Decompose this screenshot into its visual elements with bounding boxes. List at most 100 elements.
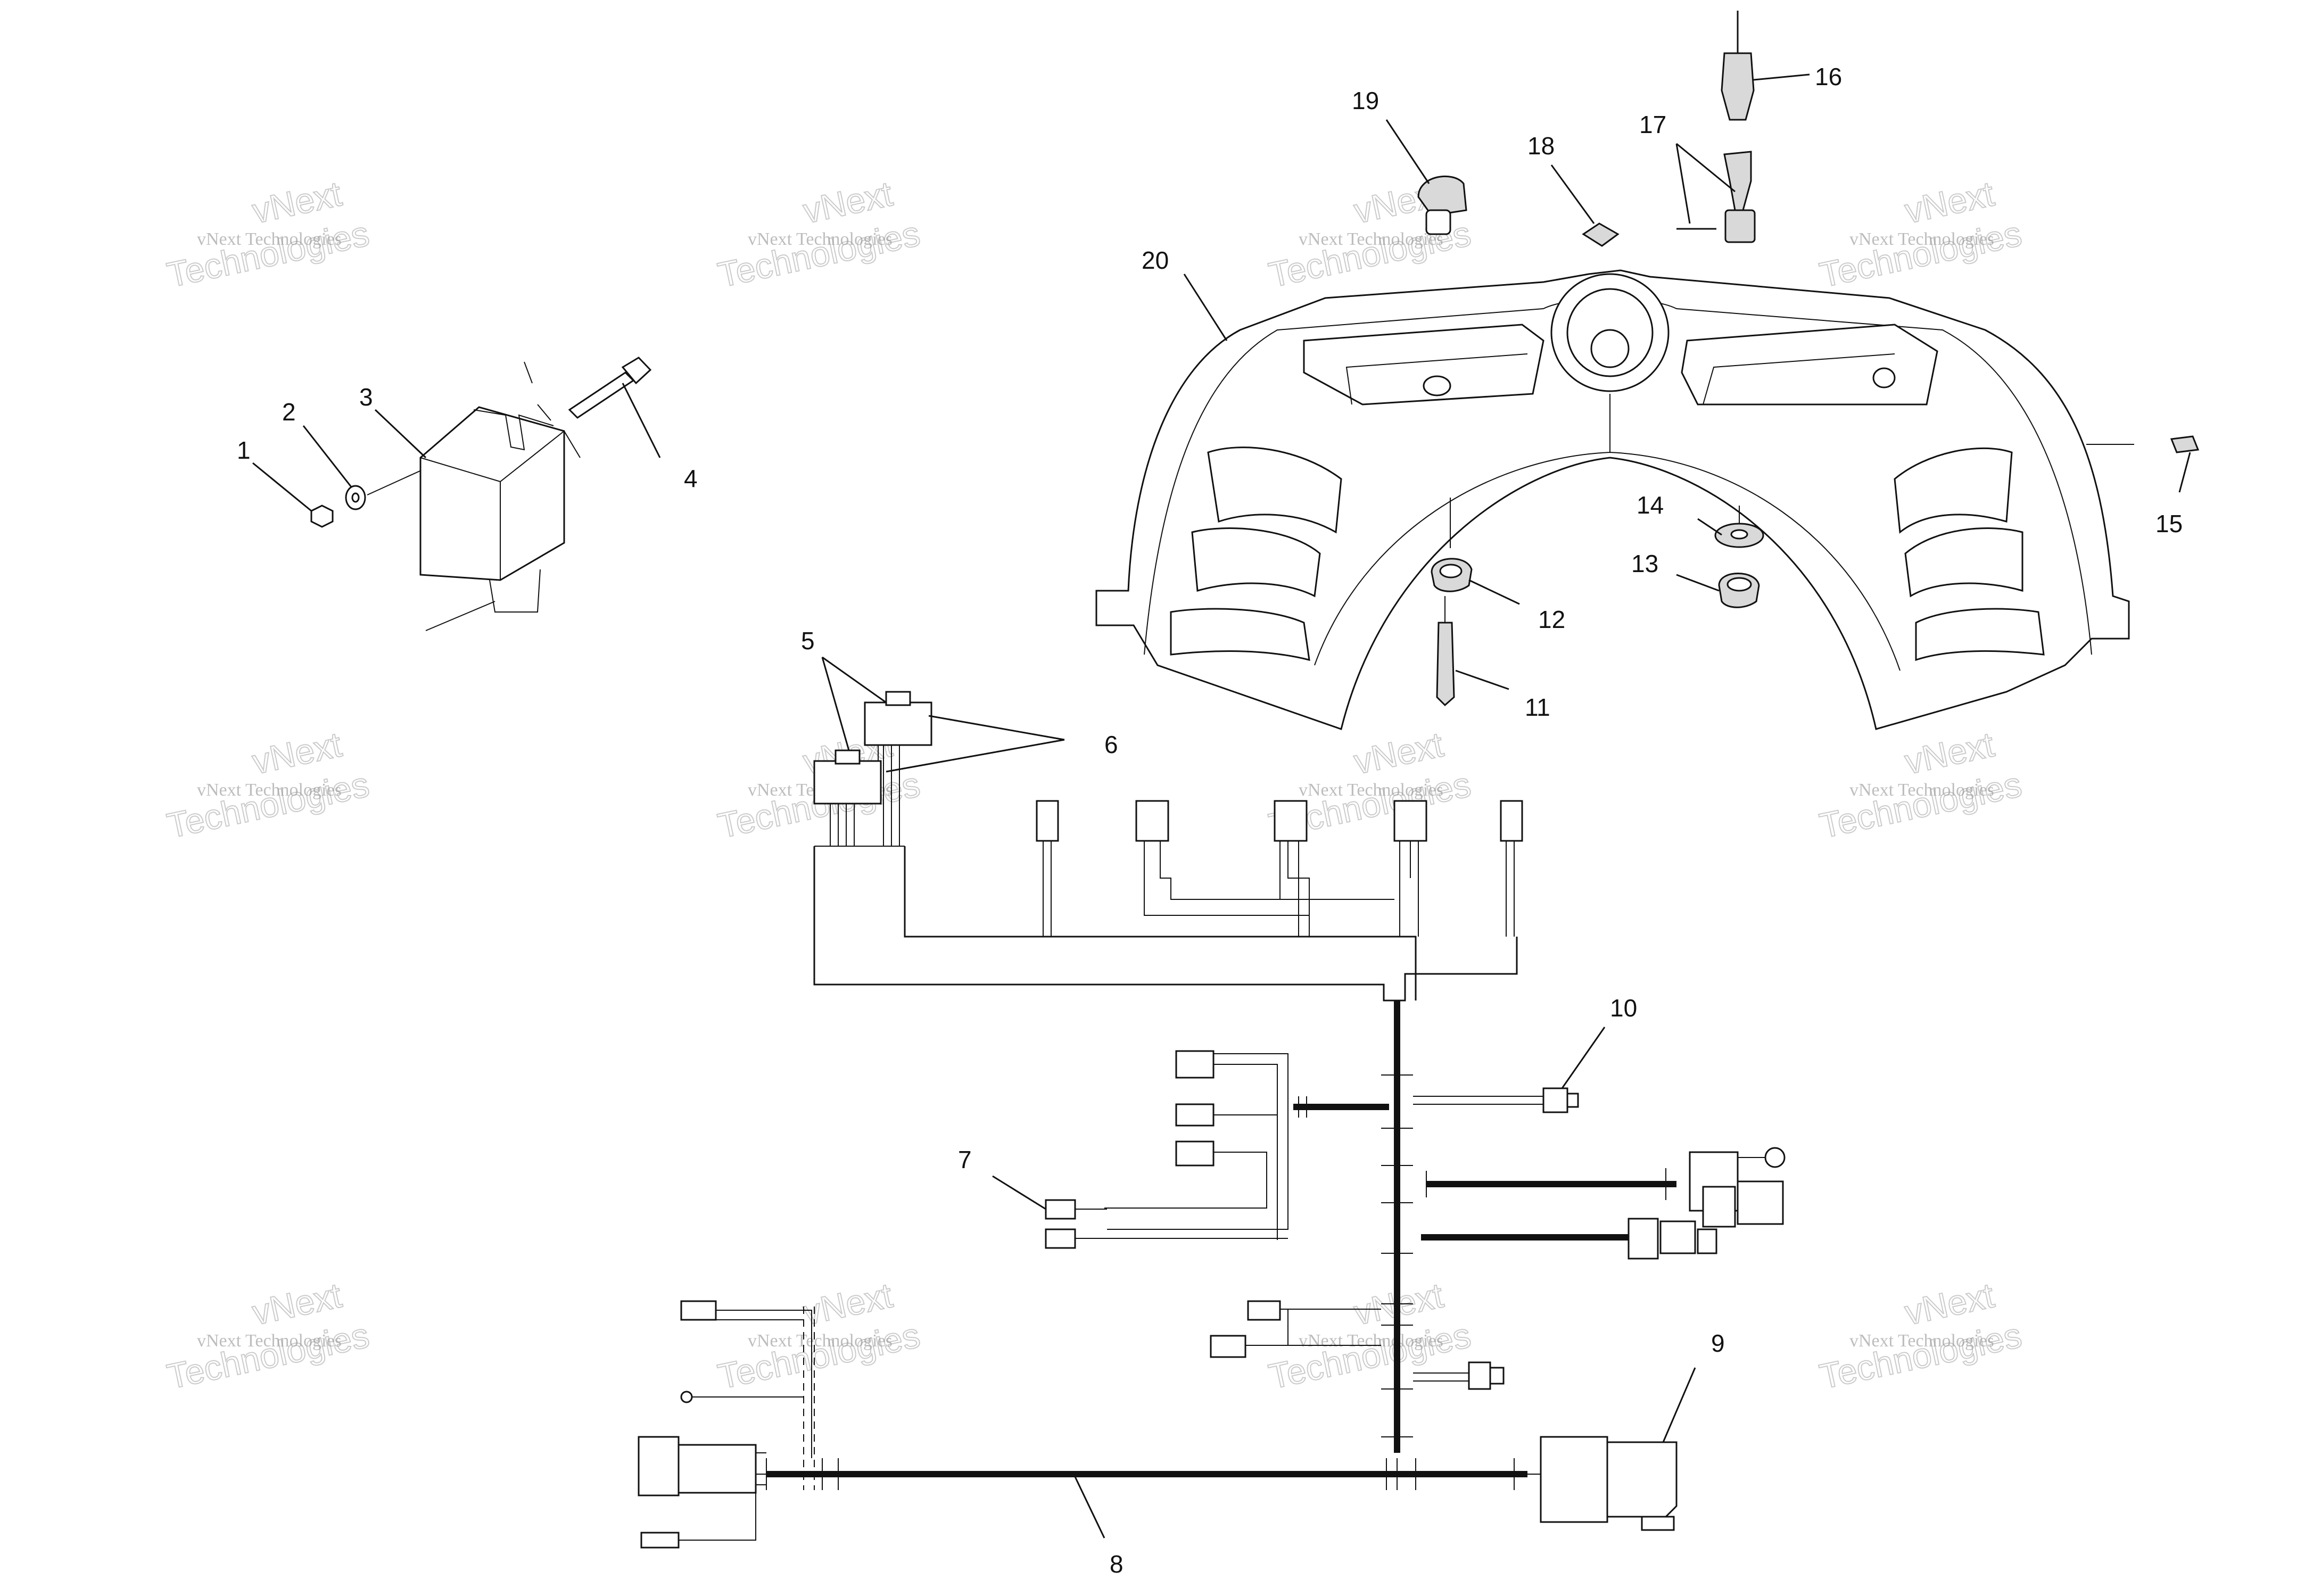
watermark-line: vNext Technologies xyxy=(197,1331,342,1351)
leader-20 xyxy=(1183,274,1228,341)
center-gauge-knob xyxy=(1590,329,1630,368)
terminal-part xyxy=(680,1391,693,1403)
callout-labels: 1 2 3 4 5 6 7 8 9 10 11 12 13 14 15 16 1… xyxy=(237,63,2183,1578)
connector-part xyxy=(1606,1441,1678,1518)
leader-7 xyxy=(992,1175,1046,1210)
watermark: vNext Technologies vNext Technologies xyxy=(163,1275,373,1396)
callout-5: 5 xyxy=(801,627,815,655)
washer-hole xyxy=(351,492,360,503)
callout-10: 10 xyxy=(1610,994,1637,1022)
right-vent xyxy=(1904,527,2023,598)
left-vent xyxy=(1191,527,1321,598)
panel-hardware xyxy=(1417,11,2200,707)
callout-11: 11 xyxy=(1525,693,1550,721)
leader-13 xyxy=(1676,574,1720,592)
axis-dash xyxy=(524,361,533,384)
relay-tab xyxy=(885,691,911,706)
callout-16: 16 xyxy=(1815,63,1842,90)
leader-19 xyxy=(1385,119,1430,184)
nut-part xyxy=(310,505,334,528)
watermark-line: vNext Technologies xyxy=(1299,229,1443,249)
plug-part xyxy=(1721,52,1755,121)
axis-dash xyxy=(537,404,551,421)
connector-part xyxy=(1702,1186,1736,1228)
branch-wires xyxy=(1075,1209,1288,1239)
stud-line xyxy=(367,468,426,495)
connector-part xyxy=(1542,1087,1568,1113)
leader-5a xyxy=(822,656,887,704)
connector-wire xyxy=(1279,841,1310,937)
connector-part xyxy=(638,1436,680,1496)
leader-6b xyxy=(886,739,1065,773)
connector-part xyxy=(1210,1335,1246,1358)
relay-wires xyxy=(830,745,900,846)
leader-9 xyxy=(1662,1367,1696,1443)
callout-6: 6 xyxy=(1104,731,1118,758)
right-pocket xyxy=(1681,324,1938,406)
indicator-light-part xyxy=(1417,175,1467,217)
ring-terminal xyxy=(1764,1147,1786,1168)
connector-part xyxy=(1659,1220,1696,1254)
watermark-line: vNext Technologies xyxy=(197,229,342,249)
trunk-h-clamps xyxy=(766,1458,1515,1490)
callout-3: 3 xyxy=(359,383,373,411)
connector-wire xyxy=(1043,841,1052,937)
leader-2 xyxy=(302,425,352,487)
washer-14-hole xyxy=(1730,529,1748,540)
connector-part xyxy=(1540,1436,1608,1523)
branch-wires xyxy=(1413,1096,1543,1105)
connector-part xyxy=(640,1532,680,1549)
branch-wires xyxy=(756,1452,766,1485)
dash-panel xyxy=(1095,269,2130,730)
watermark: vNext Technologies vNext Technologies xyxy=(163,173,373,295)
right-pocket-inner xyxy=(1703,353,1895,405)
callout-18: 18 xyxy=(1527,132,1555,160)
lower-branch xyxy=(1210,1300,1505,1390)
callout-17: 17 xyxy=(1639,111,1666,138)
leader-1 xyxy=(252,462,312,512)
watermark-line: vNext Technologies xyxy=(1849,229,1994,249)
module-box-part xyxy=(419,406,565,581)
watermark-line: vNext Technologies xyxy=(748,229,893,249)
branch-wires xyxy=(716,1310,812,1458)
connector-part xyxy=(1247,1300,1281,1321)
right-vent xyxy=(1915,608,2045,661)
connector-tip xyxy=(1566,1093,1579,1108)
left-pocket xyxy=(1303,324,1544,406)
left-vent xyxy=(1170,608,1310,661)
watermark-line: vNext Technologies xyxy=(1299,1331,1443,1351)
watermark: vNext Technologies vNext Technologies xyxy=(1816,724,2026,846)
relay-part xyxy=(813,760,882,805)
right-pocket-knob xyxy=(1872,367,1896,388)
branch-wires xyxy=(679,1493,756,1541)
connector-part xyxy=(1175,1103,1215,1127)
callout-13: 13 xyxy=(1631,550,1658,577)
connector-part xyxy=(1045,1199,1076,1220)
trunk-left-end xyxy=(638,1300,815,1549)
module-box-edges xyxy=(420,431,565,580)
connector-part xyxy=(678,1444,757,1494)
connector-tab xyxy=(1641,1516,1675,1531)
module-box-mount xyxy=(473,409,554,451)
harness-loop-inner xyxy=(904,846,1417,1000)
connector-wire xyxy=(1399,841,1419,937)
connector-part xyxy=(1045,1228,1076,1249)
left-vent xyxy=(1207,446,1342,534)
dashed-wires xyxy=(803,1306,815,1490)
leader-14 xyxy=(1697,518,1722,536)
connector-wire xyxy=(1506,841,1515,937)
watermark: vNext Technologies vNext Technologies xyxy=(163,724,373,846)
watermark-line: vNext Technologies xyxy=(197,780,342,800)
watermark: vNext Technologies vNext Technologies xyxy=(714,173,924,295)
connector-part xyxy=(1468,1361,1491,1390)
connector-part xyxy=(1628,1218,1659,1260)
relay-tab xyxy=(835,749,861,765)
leader-10 xyxy=(1561,1027,1606,1089)
watermark: vNext Technologies vNext Technologies xyxy=(1816,1275,2026,1396)
callout-1: 1 xyxy=(237,436,251,464)
connector-wire xyxy=(1144,841,1394,916)
screw-part xyxy=(2170,435,2200,453)
leader-17a xyxy=(1676,143,1736,193)
leader-17b xyxy=(1675,143,1691,224)
